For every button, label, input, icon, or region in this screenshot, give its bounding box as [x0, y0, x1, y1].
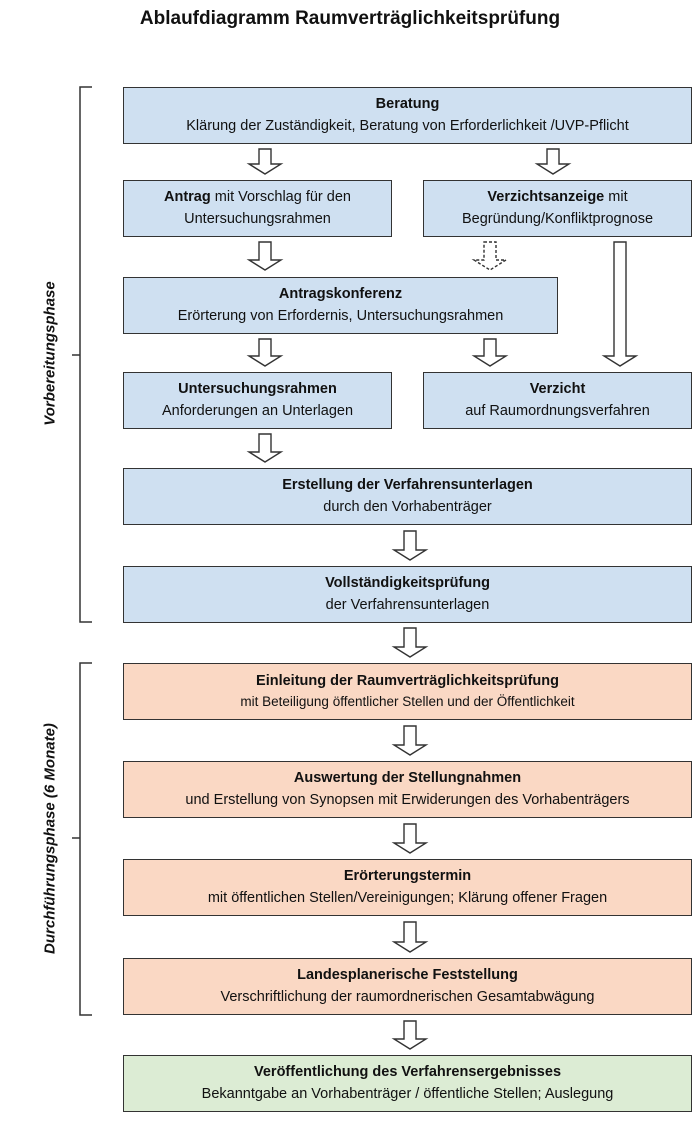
phase-label-durchfuehrung: Durchführungsphase (6 Monate)	[41, 723, 59, 954]
box-feststellung-title: Landesplanerische Feststellung	[297, 967, 518, 984]
box-antragskonferenz-title: Antragskonferenz	[278, 286, 403, 303]
arrow-verzichtsanzeige-to-verzicht	[601, 241, 639, 367]
box-auswertung: Auswertung der Stellungnahmen und Erstel…	[123, 761, 692, 818]
arrow-vollstaendigkeit-to-einleitung	[391, 627, 429, 658]
box-verzichtsanzeige-text-2: Begründung/Konfliktprognose	[461, 210, 654, 227]
box-auswertung-title: Auswertung der Stellungnahmen	[293, 770, 522, 787]
box-beratung-title: Beratung	[375, 96, 440, 113]
box-veroeffentlichung: Veröffentlichung des Verfahrensergebniss…	[123, 1055, 692, 1112]
box-beratung-text: Klärung der Zuständigkeit, Beratung von …	[186, 117, 629, 134]
box-erstellung-text: durch den Vorhabenträger	[323, 498, 492, 515]
arrow-auswertung-to-eroerterung	[391, 823, 429, 854]
box-erstellung-title: Erstellung der Verfahrensunterlagen	[282, 477, 533, 494]
box-antrag: Antrag mit Vorschlag für den Untersuchun…	[123, 180, 392, 237]
arrow-antragskonferenz-to-verzicht	[471, 338, 509, 367]
box-verzichtsanzeige-text-1: mit	[604, 189, 628, 206]
box-verzicht-text: auf Raumordnungsverfahren	[465, 402, 650, 419]
bracket-vorbereitung	[72, 86, 92, 623]
box-vollstaendigkeit-text: der Verfahrensunterlagen	[325, 596, 490, 613]
box-eroerterung: Erörterungstermin mit öffentlichen Stell…	[123, 859, 692, 916]
arrow-verzichtsanzeige-to-antragskonferenz	[471, 241, 509, 271]
box-verzicht: Verzicht auf Raumordnungsverfahren	[423, 372, 692, 429]
diagram-title: Ablaufdiagramm Raumverträglichkeitsprüfu…	[139, 8, 561, 29]
box-veroeffentlichung-title: Veröffentlichung des Verfahrensergebniss…	[253, 1064, 562, 1081]
box-auswertung-text: und Erstellung von Synopsen mit Erwideru…	[185, 791, 630, 808]
box-einleitung-text: mit Beteiligung öffentlicher Stellen und…	[240, 694, 575, 710]
box-antragskonferenz: Antragskonferenz Erörterung von Erforder…	[123, 277, 558, 334]
box-antrag-text-2: Untersuchungsrahmen	[184, 210, 331, 227]
box-feststellung: Landesplanerische Feststellung Verschrif…	[123, 958, 692, 1015]
box-antrag-title: Antrag	[164, 189, 211, 206]
box-eroerterung-title: Erörterungstermin	[343, 868, 472, 885]
box-antragskonferenz-text: Erörterung von Erfordernis, Untersuchung…	[177, 307, 504, 324]
arrow-eroerterung-to-feststellung	[391, 921, 429, 953]
box-verzichtsanzeige: Verzichtsanzeige mit Begründung/Konflikt…	[423, 180, 692, 237]
box-beratung: Beratung Klärung der Zuständigkeit, Bera…	[123, 87, 692, 144]
arrow-beratung-to-antrag	[246, 148, 284, 175]
box-vollstaendigkeit: Vollständigkeitsprüfung der Verfahrensun…	[123, 566, 692, 623]
bracket-durchfuehrung	[72, 662, 92, 1016]
box-verzicht-title: Verzicht	[529, 381, 586, 398]
box-untersuchungsrahmen-text: Anforderungen an Unterlagen	[161, 402, 354, 419]
box-antrag-text-1: mit Vorschlag für den	[210, 189, 351, 206]
box-feststellung-text: Verschriftlichung der raumordnerischen G…	[220, 988, 595, 1005]
box-einleitung: Einleitung der Raumverträglichkeitsprüfu…	[123, 663, 692, 720]
box-eroerterung-text: mit öffentlichen Stellen/Vereinigungen; …	[207, 889, 608, 906]
arrow-antragskonferenz-to-untersuchungsrahmen	[246, 338, 284, 367]
box-erstellung: Erstellung der Verfahrensunterlagen durc…	[123, 468, 692, 525]
arrow-erstellung-to-vollstaendigkeit	[391, 530, 429, 561]
arrow-antrag-to-antragskonferenz	[246, 241, 284, 271]
arrow-beratung-to-verzichtsanzeige	[534, 148, 572, 175]
box-untersuchungsrahmen: Untersuchungsrahmen Anforderungen an Unt…	[123, 372, 392, 429]
arrow-feststellung-to-veroeffentlichung	[391, 1020, 429, 1050]
box-vollstaendigkeit-title: Vollständigkeitsprüfung	[325, 575, 490, 592]
box-verzichtsanzeige-title: Verzichtsanzeige	[487, 189, 605, 206]
box-einleitung-title: Einleitung der Raumverträglichkeitsprüfu…	[256, 673, 559, 690]
arrow-untersuchungsrahmen-to-erstellung	[246, 433, 284, 463]
box-untersuchungsrahmen-title: Untersuchungsrahmen	[178, 381, 337, 398]
arrow-einleitung-to-auswertung	[391, 725, 429, 756]
phase-label-vorbereitung: Vorbereitungsphase	[41, 281, 59, 426]
box-veroeffentlichung-text: Bekanntgabe an Vorhabenträger / öffentli…	[201, 1085, 614, 1102]
